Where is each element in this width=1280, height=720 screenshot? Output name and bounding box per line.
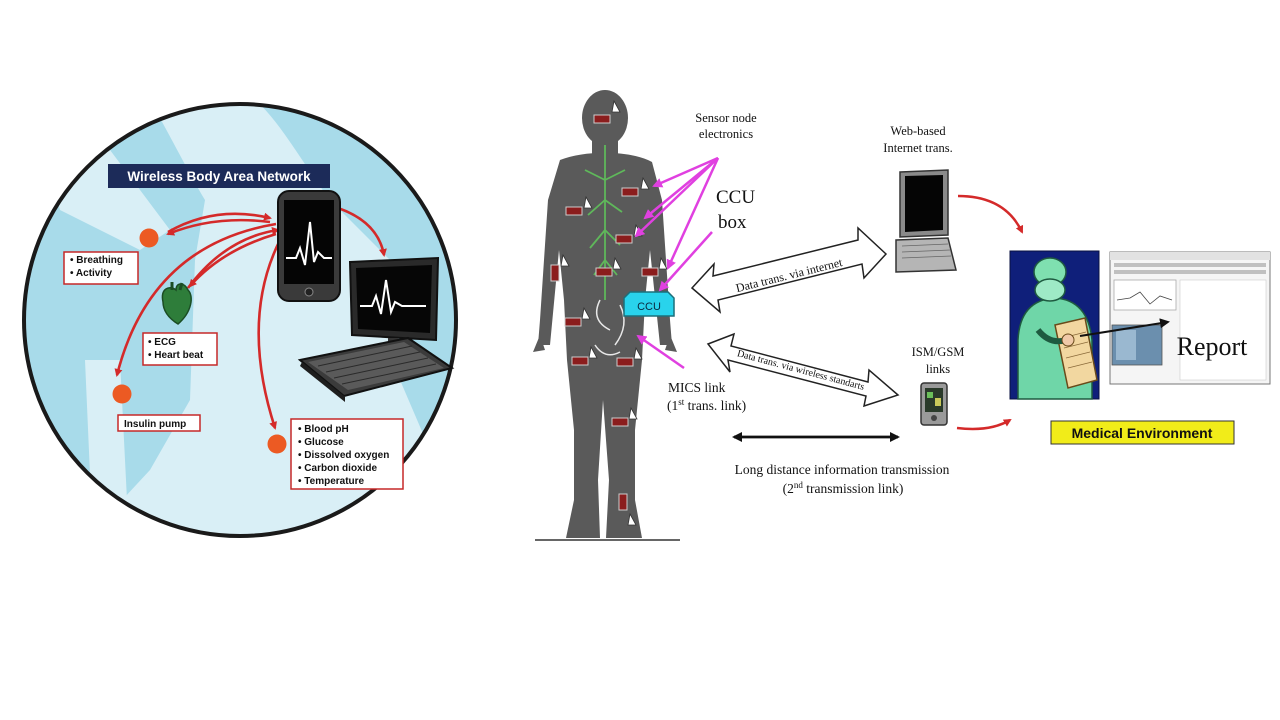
- sensor-node: [611, 406, 638, 427]
- medical-system-panel: CCU Sensor node electronics CCU box Web-…: [533, 90, 1271, 541]
- electronics-label: electronics: [699, 127, 753, 141]
- medical-environment-banner: [1050, 420, 1235, 445]
- sensor-node: [593, 99, 621, 124]
- pda-device-icon: [920, 382, 948, 426]
- activity-label: • Activity: [70, 268, 112, 279]
- long-distance-label: Long distance information transmission: [735, 462, 950, 477]
- sensor-node: [616, 346, 643, 367]
- links-label: links: [926, 362, 950, 376]
- sensor-node: [621, 176, 650, 197]
- insulin-pump-dot: [112, 384, 132, 404]
- insulin-label-box: [117, 414, 201, 432]
- mics-link-label: MICS link: [668, 380, 726, 395]
- report-label: Report: [1177, 332, 1249, 361]
- sensor-node: [618, 493, 637, 526]
- sensor-node: [641, 256, 668, 277]
- laptop-icon: [895, 169, 957, 273]
- medical-environment-label: Medical Environment: [1072, 425, 1213, 441]
- web-based-label: Web-based: [890, 124, 946, 138]
- wireless-double-arrow: Data trans. via wireless standarts: [706, 332, 900, 408]
- wireless-arrow-label: Data trans. via wireless standarts: [736, 348, 866, 393]
- insulin-label: Insulin pump: [124, 419, 186, 430]
- breathing-label: • Breathing: [70, 255, 123, 266]
- sensor-node: [550, 253, 570, 282]
- breathing-sensor-dot: [139, 228, 159, 248]
- red-transfer-arrows: [956, 194, 1024, 431]
- sensor-node: [564, 306, 591, 327]
- wban-title-banner: [108, 164, 330, 188]
- sensor-node: [571, 345, 598, 366]
- blood-label-box: [290, 418, 404, 490]
- wban-circle-border: [22, 102, 458, 538]
- report-pointer-arrow: [1079, 318, 1170, 337]
- box-heading: box: [718, 212, 747, 233]
- wban-title: Wireless Body Area Network: [127, 169, 311, 184]
- ccu-box: CCU: [623, 291, 675, 317]
- blood-sensor-dot: [267, 434, 287, 454]
- doctor-illustration: [1009, 250, 1100, 400]
- breathing-label-box: [63, 251, 139, 285]
- internal-links: [594, 299, 625, 356]
- ccu-heading: CCU: [716, 187, 755, 208]
- sensor-node-label: Sensor node: [695, 111, 757, 125]
- ccu-box-label: CCU: [637, 301, 661, 313]
- heartbeat-label: • Heart beat: [148, 350, 204, 361]
- internet-trans-label: Internet trans.: [883, 141, 952, 155]
- ism-gsm-label: ISM/GSM: [912, 345, 965, 359]
- sensor-node: [565, 195, 593, 216]
- carbon-dioxide-label: • Carbon dioxide: [298, 463, 378, 474]
- ecg-label-box: [142, 332, 218, 366]
- temperature-label: • Temperature: [298, 476, 365, 487]
- glucose-label: • Glucose: [298, 437, 344, 448]
- report-screenshot: Report: [1109, 251, 1271, 385]
- desktop-computer-icon: [297, 256, 455, 402]
- smartphone-icon: [277, 190, 341, 302]
- blood-ph-label: • Blood pH: [298, 424, 349, 435]
- internet-double-arrow: Data trans. via internet: [690, 226, 888, 314]
- wban-circle-panel: Wireless Body Area Network: [22, 102, 458, 538]
- magenta-arrows: [634, 156, 720, 370]
- first-trans-link-label: (1st trans. link): [667, 397, 746, 413]
- wban-arrows: [114, 206, 387, 430]
- dissolved-oxygen-label: • Dissolved oxygen: [298, 450, 389, 461]
- ecg-label: • ECG: [148, 337, 176, 348]
- second-transmission-label: (2nd transmission link): [783, 480, 904, 496]
- sensor-nodes: [550, 99, 668, 526]
- sensor-node: [595, 256, 622, 277]
- heart-icon: [161, 282, 192, 325]
